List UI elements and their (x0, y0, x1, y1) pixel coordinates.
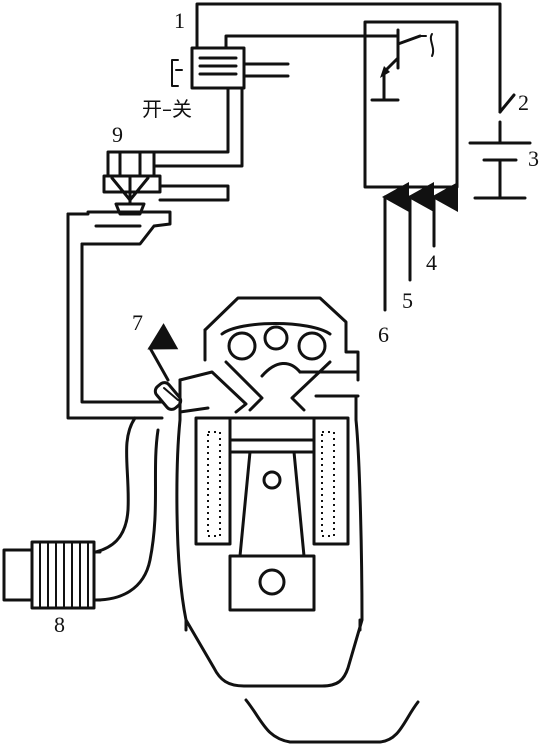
label-2: 2 (518, 90, 529, 115)
egr-pipe (66, 210, 172, 420)
battery-3 (468, 141, 532, 200)
sensor-7 (147, 323, 183, 411)
switch-label: 开–关 (142, 97, 192, 121)
ecu-box (224, 20, 459, 189)
label-3: 3 (528, 146, 539, 171)
battery-wiring (195, 2, 502, 90)
label-5: 5 (402, 288, 413, 313)
ecu-input-arrows (382, 182, 458, 312)
label-1: 1 (174, 8, 185, 33)
egr-valve-9 (102, 150, 230, 216)
label-7: 7 (132, 310, 143, 335)
label-4: 4 (426, 250, 437, 275)
oil-pan (244, 698, 420, 744)
intake-hose (94, 416, 160, 602)
switch-2 (498, 86, 516, 145)
engine-block (175, 296, 364, 688)
air-filter-8 (2, 540, 102, 610)
label-8: 8 (54, 612, 65, 637)
label-9: 9 (112, 122, 123, 147)
solenoid-valve-1 (148, 46, 290, 168)
label-6: 6 (378, 322, 389, 347)
